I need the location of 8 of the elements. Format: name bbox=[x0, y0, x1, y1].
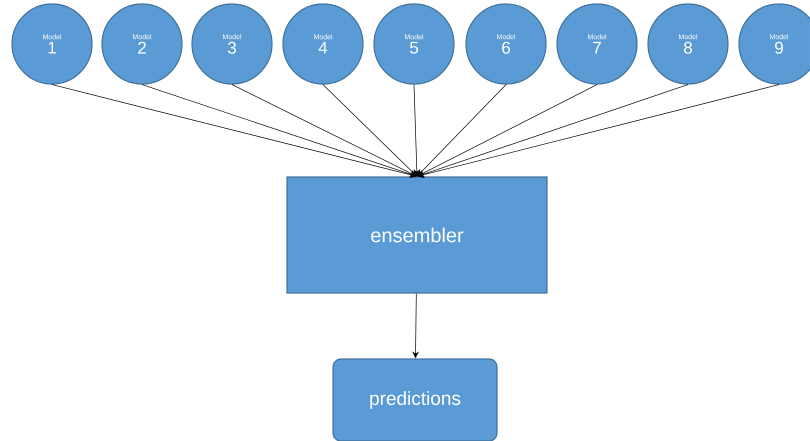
arrow bbox=[417, 84, 506, 176]
arrow bbox=[417, 84, 598, 176]
process-box: ensembler bbox=[286, 176, 548, 294]
arrow bbox=[232, 84, 417, 176]
output-box: predictions bbox=[332, 358, 498, 441]
arrow bbox=[417, 84, 688, 178]
arrow bbox=[417, 84, 780, 178]
arrow bbox=[322, 84, 417, 176]
